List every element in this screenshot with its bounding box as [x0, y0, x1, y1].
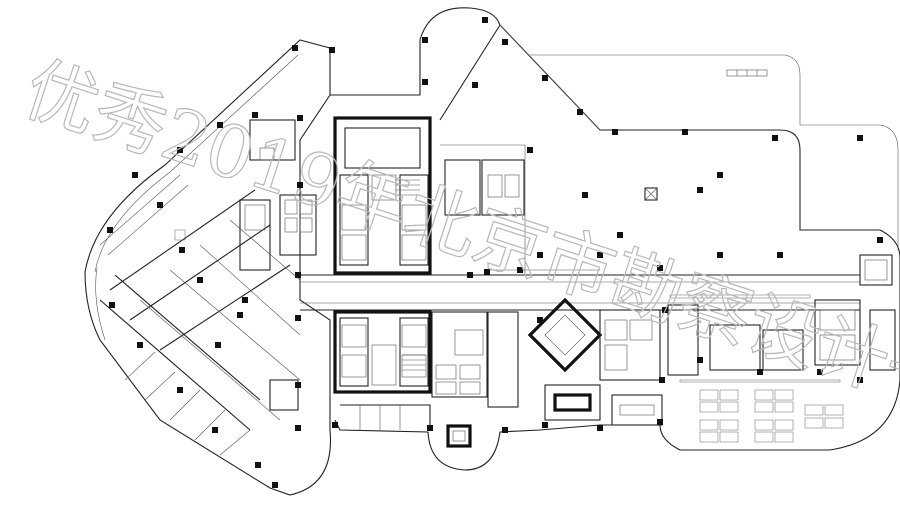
- column-marker: [215, 342, 221, 348]
- column-marker: [772, 135, 778, 141]
- column-marker: [777, 252, 783, 258]
- column-marker: [332, 422, 338, 428]
- column-marker: [527, 147, 533, 153]
- column-marker: [157, 202, 163, 208]
- column-marker: [817, 369, 823, 375]
- column-marker: [272, 482, 278, 488]
- column-marker: [657, 419, 663, 425]
- column-marker: [537, 252, 543, 258]
- column-marker: [212, 427, 218, 433]
- column-marker: [717, 172, 723, 178]
- column-marker: [502, 427, 508, 433]
- column-marker: [717, 252, 723, 258]
- column-marker: [662, 307, 668, 313]
- east-office: [667, 254, 896, 443]
- column-marker: [857, 377, 863, 383]
- structural-columns: [107, 17, 883, 488]
- column-marker: [877, 237, 883, 243]
- building-outline: [84, 7, 900, 496]
- column-marker: [295, 315, 301, 321]
- column-marker: [517, 267, 523, 273]
- column-marker: [109, 302, 115, 308]
- column-marker: [292, 45, 298, 51]
- column-marker: [295, 382, 301, 388]
- column-marker: [295, 272, 301, 278]
- watermark-text: 优秀2019年北京市勘察设计一等奖: [15, 46, 900, 472]
- south-rooms: [340, 309, 663, 448]
- column-marker: [177, 147, 183, 153]
- column-marker: [297, 115, 303, 121]
- column-marker: [179, 247, 185, 253]
- column-marker: [252, 112, 258, 118]
- column-marker: [217, 122, 223, 128]
- column-marker: [467, 272, 473, 278]
- column-marker: [537, 317, 543, 323]
- column-marker: [482, 17, 488, 23]
- column-marker: [237, 312, 243, 318]
- column-marker: [295, 425, 301, 431]
- north-open-floor: [440, 69, 768, 275]
- column-marker: [617, 232, 623, 238]
- column-marker: [297, 182, 303, 188]
- column-marker: [427, 425, 433, 431]
- column-marker: [857, 135, 863, 141]
- column-marker: [682, 129, 688, 135]
- column-marker: [422, 37, 428, 43]
- west-wing-rooms: [99, 119, 317, 456]
- column-marker: [657, 265, 663, 271]
- column-marker: [697, 187, 703, 193]
- column-marker: [107, 227, 113, 233]
- column-marker: [242, 297, 248, 303]
- column-marker: [597, 425, 603, 431]
- column-marker: [137, 342, 143, 348]
- column-marker: [255, 462, 261, 468]
- column-marker: [597, 252, 603, 258]
- column-marker: [577, 109, 583, 115]
- column-marker: [132, 172, 138, 178]
- column-marker: [697, 357, 703, 363]
- column-marker: [329, 47, 335, 53]
- column-marker: [582, 192, 588, 198]
- column-marker: [757, 369, 763, 375]
- column-marker: [472, 82, 478, 88]
- column-marker: [484, 269, 490, 275]
- column-marker: [542, 75, 548, 81]
- column-marker: [659, 377, 665, 383]
- column-marker: [612, 129, 618, 135]
- column-marker: [542, 422, 548, 428]
- column-marker: [422, 79, 428, 85]
- column-marker: [177, 387, 183, 393]
- central-cores: [333, 116, 603, 394]
- column-marker: [197, 277, 203, 283]
- column-marker: [502, 39, 508, 45]
